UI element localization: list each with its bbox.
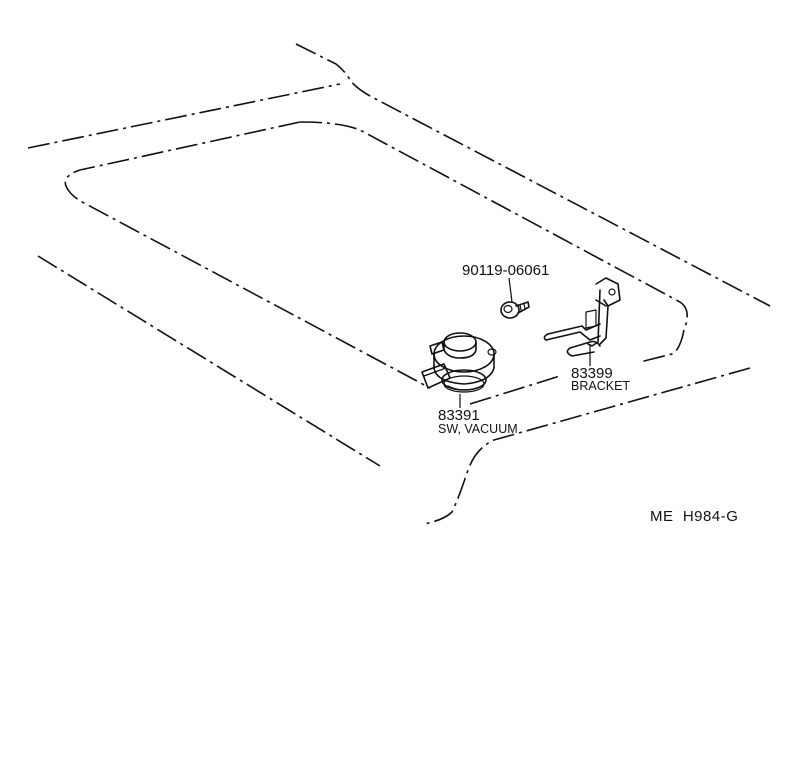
callout-83399: 83399 BRACKET [571, 365, 630, 393]
part-name-label: SW, VACUUM [438, 422, 518, 436]
part-number-label: 90119-06061 [462, 262, 549, 279]
vacuum-switch-icon [421, 332, 497, 393]
part-number-label: 83391 [438, 407, 480, 424]
bolt-icon [500, 301, 530, 319]
figure-code: ME H984-G [650, 508, 738, 525]
part-name-label: BRACKET [571, 379, 630, 393]
leader-lines [459, 277, 591, 408]
sunroof-opening-outline [64, 121, 688, 405]
callout-90119-06061: 90119-06061 [462, 262, 549, 279]
roof-outline [27, 43, 771, 525]
bracket-icon [543, 277, 621, 357]
callout-83391: 83391 SW, VACUUM [438, 407, 518, 436]
part-number-label: 83399 [571, 365, 613, 382]
